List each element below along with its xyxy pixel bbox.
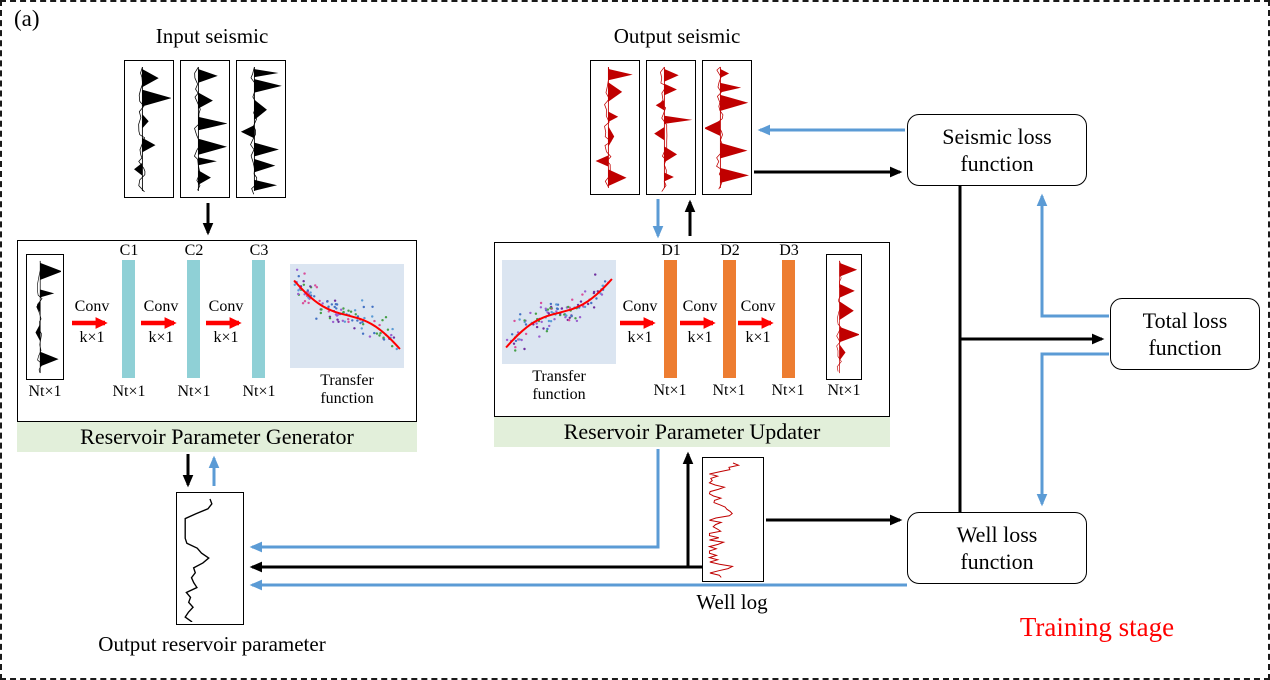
size-label: Nt×1: [28, 383, 62, 400]
seismic-loss-box: Seismic loss function: [907, 114, 1087, 186]
arrow-updater-to-output-parameter-back: [249, 449, 660, 553]
size-label: Nt×1: [242, 383, 276, 400]
reservoir-parameter-trace-icon: [184, 498, 213, 622]
input-seismic-trace-1: [124, 60, 174, 198]
arrow-total-loss-to-seismic-loss-back: [1036, 193, 1109, 318]
size-label: Nt×1: [653, 382, 687, 399]
updater-output-trace: [826, 254, 862, 380]
size-label: Nt×1: [827, 382, 861, 399]
input-seismic-trace-3: [236, 60, 286, 198]
well-log-box: [702, 457, 764, 582]
well-log-label: Well log: [696, 590, 768, 614]
seismic-loss-label: Seismic loss function: [942, 123, 1052, 177]
kernel-label: k×1: [627, 328, 653, 346]
input-seismic-trace-2: [180, 60, 230, 198]
well-log-trace-icon: [707, 462, 741, 578]
layer-label: D1: [661, 242, 681, 259]
transfer-function-plot: [502, 260, 616, 364]
generator-title: Reservoir Parameter Generator: [80, 424, 354, 449]
output-reservoir-parameter-label: Output reservoir parameter: [98, 632, 326, 656]
output-seismic-label: Output seismic: [613, 24, 741, 48]
conv-arrow-icon: [680, 316, 716, 329]
kernel-label: k×1: [79, 328, 105, 346]
output-seismic-trace-1: [590, 60, 640, 195]
conv-block: Conv k×1: [136, 298, 186, 347]
updater-title: Reservoir Parameter Updater: [563, 419, 821, 444]
generator-input-trace: [26, 254, 64, 380]
total-loss-label: Total loss function: [1142, 307, 1228, 361]
kernel-label: k×1: [148, 328, 174, 346]
transfer-function-plot: [290, 264, 404, 368]
panel-label: (a): [14, 6, 40, 31]
conv-arrow-icon: [620, 316, 656, 329]
kernel-label: k×1: [745, 328, 771, 346]
conv-arrow-icon: [72, 316, 108, 329]
conv-label: Conv: [143, 298, 179, 315]
size-label: Nt×1: [771, 382, 805, 399]
seismic-trace-icon: [654, 66, 693, 192]
seismic-trace-icon: [193, 66, 227, 191]
seismic-trace-icon: [836, 260, 859, 374]
arrow-total-loss-to-well-loss-back: [1036, 352, 1109, 507]
output-reservoir-parameter-box: [176, 492, 244, 625]
well-loss-box: Well loss function: [907, 512, 1087, 584]
seismic-trace-icon: [240, 66, 282, 195]
updater-banner: Reservoir Parameter Updater: [494, 417, 890, 447]
conv-label: Conv: [208, 298, 244, 315]
conv-block: Conv k×1: [201, 298, 251, 347]
conv-layer-bar: [782, 260, 795, 378]
seismic-trace-icon: [134, 66, 171, 193]
conv-arrow-icon: [738, 316, 774, 329]
size-label: Nt×1: [177, 383, 211, 400]
size-label: Nt×1: [112, 383, 146, 400]
well-loss-label: Well loss function: [956, 521, 1038, 575]
generator-banner: Reservoir Parameter Generator: [17, 422, 417, 452]
conv-layer-bar: [252, 260, 265, 378]
output-seismic-trace-2: [646, 60, 696, 195]
input-seismic-label: Input seismic: [155, 24, 269, 48]
size-label: Nt×1: [712, 382, 746, 399]
conv-block: Conv k×1: [736, 298, 780, 347]
kernel-label: k×1: [687, 328, 713, 346]
layer-label: D3: [779, 242, 799, 259]
seismic-trace-icon: [705, 66, 749, 190]
conv-block: Conv k×1: [618, 298, 662, 347]
layer-label: C1: [119, 242, 139, 259]
conv-label: Conv: [682, 298, 718, 315]
conv-label: Conv: [740, 298, 776, 315]
layer-label: C3: [249, 242, 269, 259]
transfer-function-label: Transfer function: [532, 368, 586, 404]
layer-label: D2: [720, 242, 740, 259]
conv-block: Conv k×1: [66, 298, 118, 347]
conv-block: Conv k×1: [679, 298, 721, 347]
output-seismic-trace-3: [702, 60, 752, 195]
transfer-function-label: Transfer function: [320, 372, 374, 408]
kernel-label: k×1: [213, 328, 239, 346]
total-loss-box: Total loss function: [1110, 298, 1260, 370]
conv-arrow-icon: [141, 316, 177, 329]
conv-label: Conv: [74, 298, 110, 315]
conv-label: Conv: [622, 298, 658, 315]
conv-layer-bar: [664, 260, 677, 378]
seismic-trace-icon: [595, 66, 633, 188]
conv-layer-bar: [187, 260, 200, 378]
seismic-trace-icon: [35, 260, 61, 374]
layer-label: C2: [184, 242, 204, 259]
conv-layer-bar: [122, 260, 135, 378]
conv-layer-bar: [723, 260, 736, 378]
conv-arrow-icon: [206, 316, 242, 329]
training-stage-label: Training stage: [1019, 612, 1175, 642]
